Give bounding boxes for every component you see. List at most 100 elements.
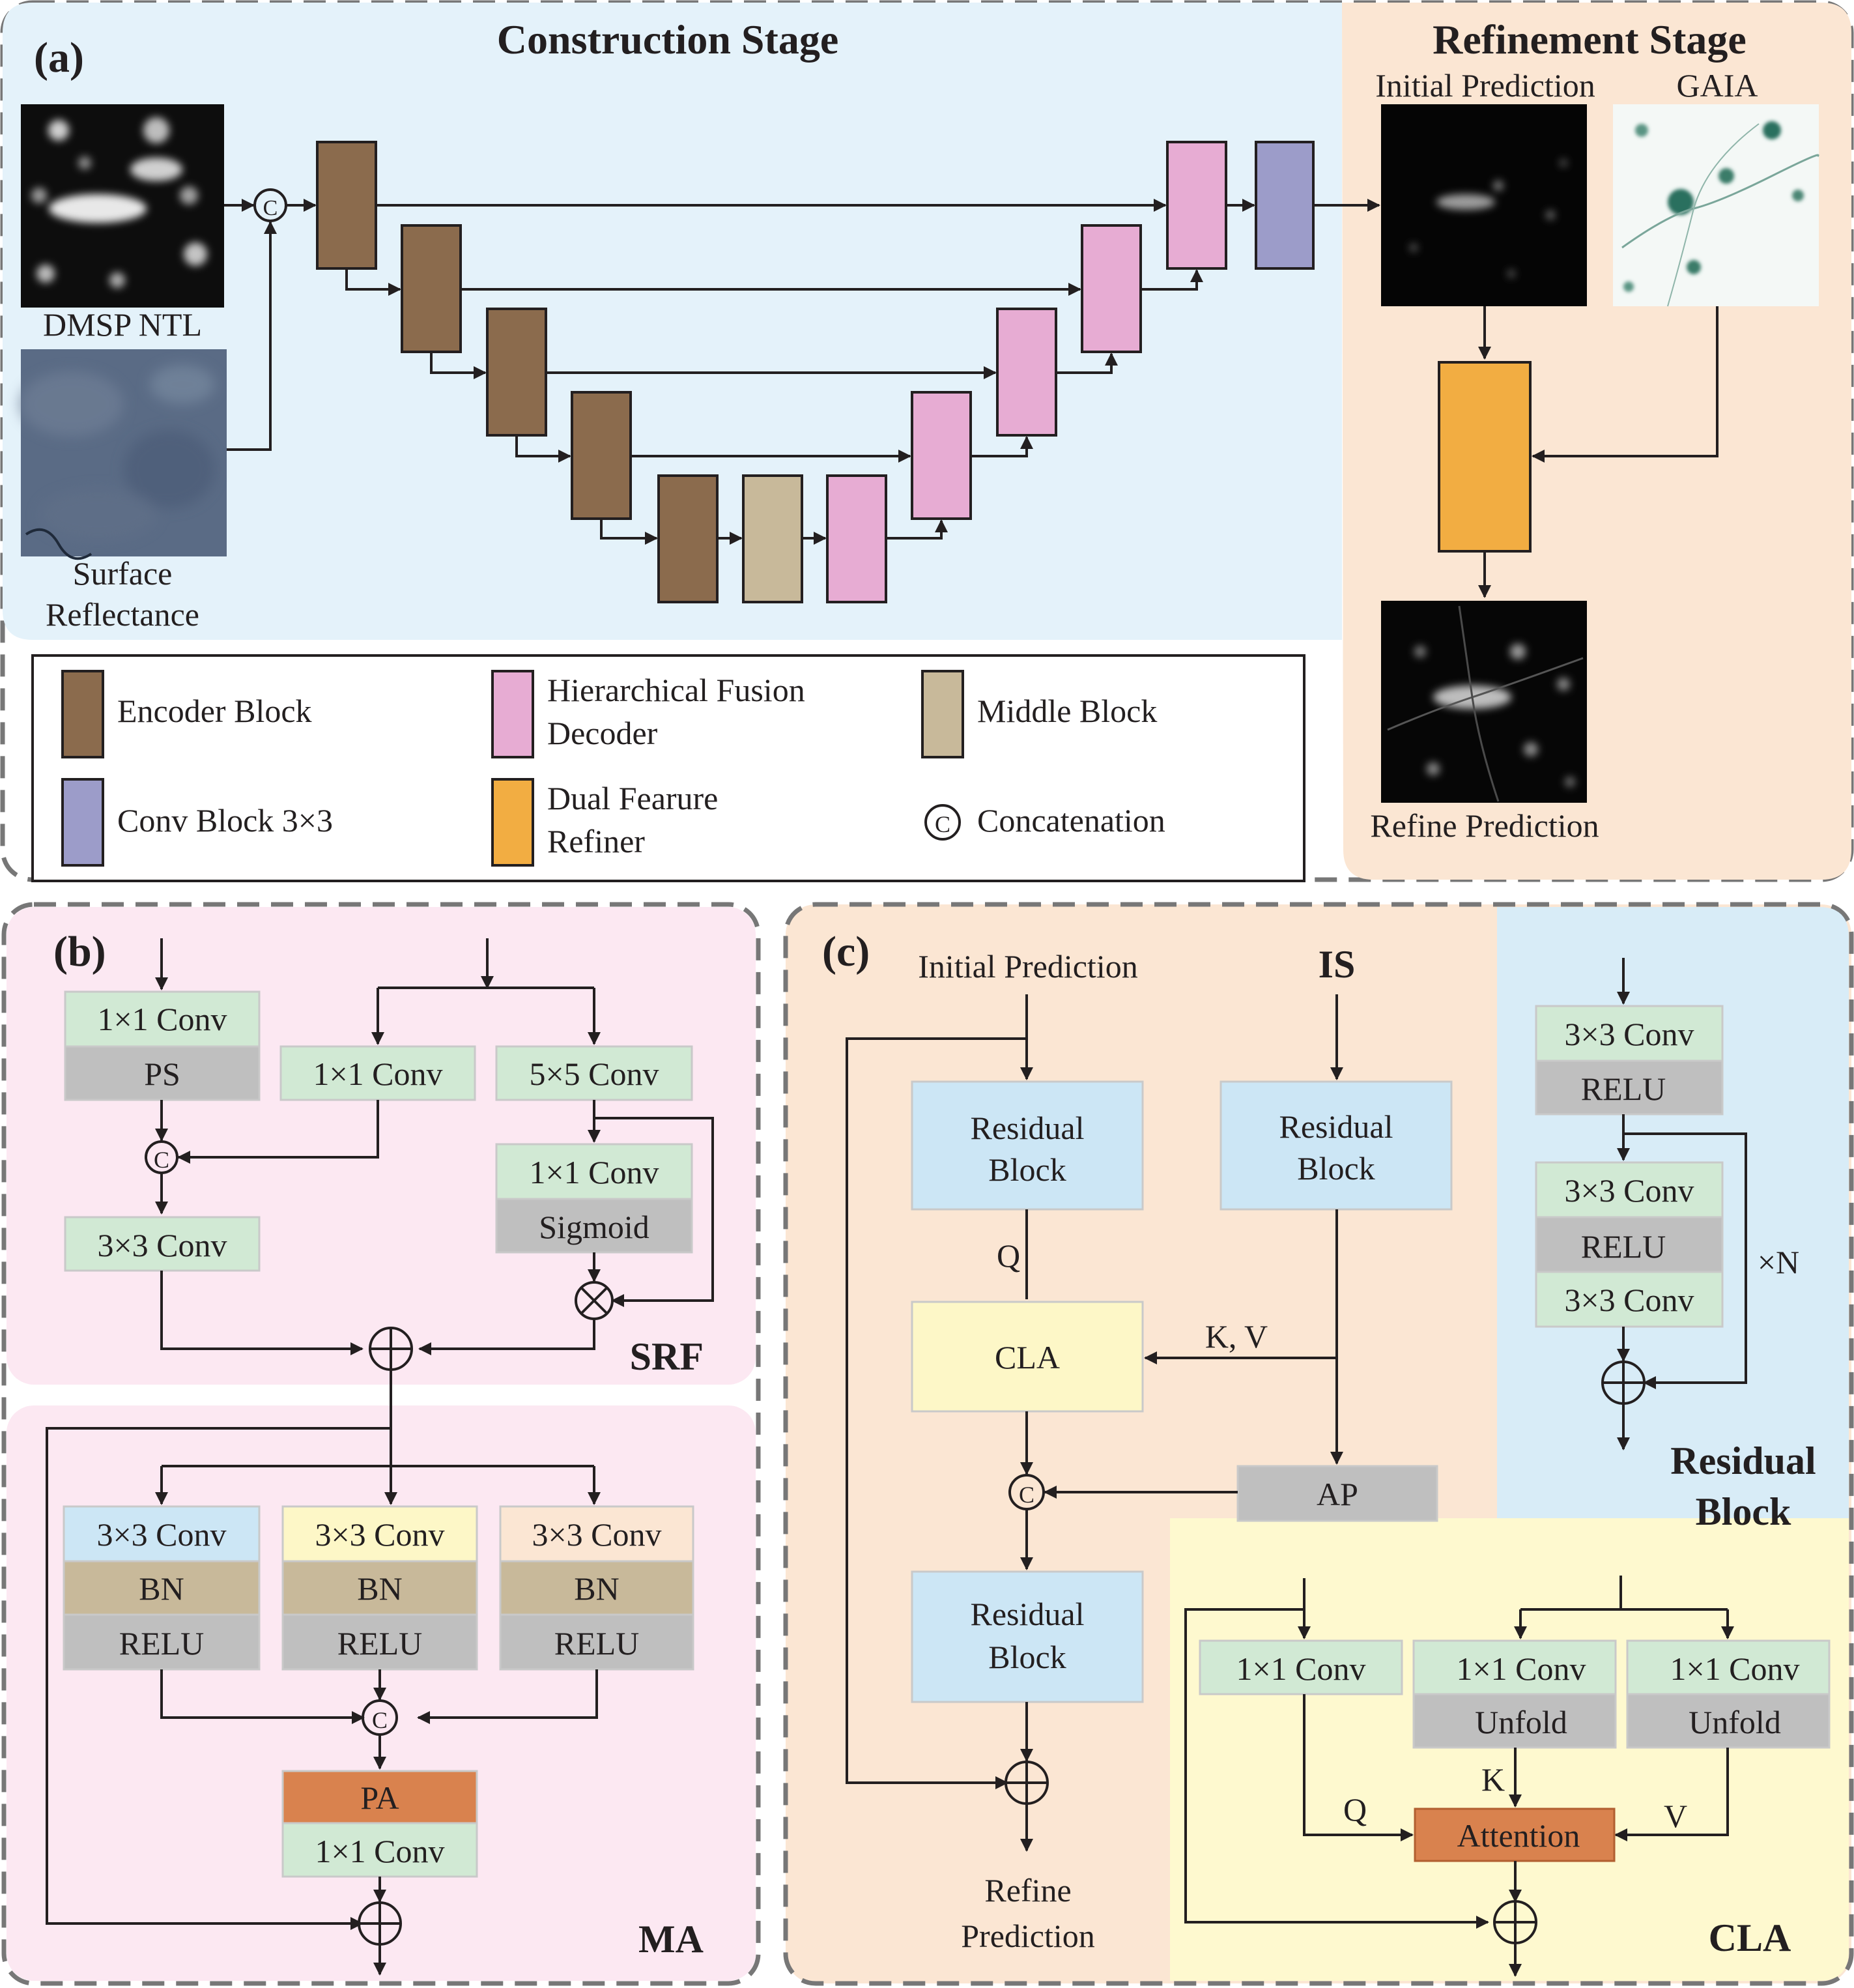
legend-refiner-label-1: Dual Fearure (547, 780, 718, 816)
cla-unfold-k-label: Unfold (1475, 1704, 1567, 1740)
cla-attention-label: Attention (1457, 1817, 1580, 1854)
ma-branch1-bn (63, 1560, 261, 1616)
srf-conv3x3 (64, 1216, 261, 1272)
legend-encoder-label: Encoder Block (117, 693, 312, 729)
rb-title-2: Block (1696, 1490, 1791, 1533)
ma-branch1-conv (63, 1505, 261, 1563)
residual-block-2-label-1: Residual (1279, 1108, 1393, 1145)
rb-add-node (1601, 1361, 1646, 1405)
panel-b: (b) 1×1 Conv PS 1×1 Conv 5×5 Conv C 3×3 … (1, 902, 761, 1986)
surface-label-2: Reflectance (46, 596, 199, 633)
panel-c-tag: (c) (822, 928, 870, 975)
cla-arrow-q (1303, 1694, 1414, 1841)
cla-k-label: K (1481, 1761, 1505, 1798)
cla-block-label: CLA (995, 1339, 1060, 1376)
srf-conv3x3-label: 3×3 Conv (97, 1227, 227, 1263)
decoder-block-4 (911, 391, 972, 520)
ma-branch3-bn-label: BN (574, 1570, 619, 1607)
arrow-enc1-enc2 (345, 268, 401, 296)
arrow-enc4-enc5 (600, 519, 658, 545)
legend-concat-label: Concatenation (977, 802, 1165, 839)
cla-add-node (1493, 1900, 1537, 1944)
residual-block-1-label-2: Block (988, 1151, 1066, 1188)
cla-conv-v-label: 1×1 Conv (1670, 1650, 1799, 1687)
cla-arrow-v (1614, 1748, 1729, 1841)
legend-conv-swatch (61, 778, 104, 867)
ma-branch3-conv (499, 1505, 694, 1563)
residual-block-3-label-2: Block (988, 1639, 1066, 1675)
srf-arrow-conv3-add (160, 1271, 364, 1355)
rb-title-1: Residual (1670, 1439, 1816, 1482)
ma-concat-symbol: C (372, 1707, 388, 1733)
cla-unfold-v-label: Unfold (1689, 1704, 1781, 1740)
panel-c-skip (846, 1037, 1027, 1789)
initial-prediction-input: Initial Prediction (918, 948, 1137, 985)
encoder-block-5 (657, 474, 719, 603)
decoder-block-3 (996, 308, 1057, 437)
arrow-gaia-to-refiner (1532, 306, 1719, 463)
arrow-dec5-dec4 (886, 519, 948, 540)
decoder-block-1 (1166, 141, 1227, 270)
legend: Encoder Block Hierarchical Fusion Decode… (31, 654, 1305, 882)
refine-output-label-1: Refine (984, 1872, 1071, 1909)
srf-conv1x1-b (279, 1045, 476, 1101)
rb-conv-1-label: 3×3 Conv (1564, 1016, 1694, 1052)
cla-bg (1170, 1518, 1849, 1981)
panel-a-tag: (a) (34, 34, 84, 81)
concat-node-symbol: C (263, 196, 278, 220)
ma-branch1-bn-label: BN (139, 1570, 184, 1607)
encoder-block-3 (486, 308, 547, 437)
ma-conv1x1 (281, 1822, 478, 1878)
legend-refiner-label-2: Refiner (547, 823, 645, 859)
dmsp-ntl-image (21, 104, 224, 308)
construction-stage-title: Construction Stage (497, 16, 838, 63)
ma-arrow-b1-concat (160, 1669, 365, 1724)
legend-decoder-label-2: Decoder (547, 715, 658, 751)
ma-title: MA (638, 1918, 704, 1961)
cla-conv-q-label: 1×1 Conv (1236, 1650, 1365, 1687)
ma-branch2-relu (281, 1613, 478, 1671)
ma-add-node (358, 1901, 402, 1946)
cla-conv-q (1199, 1639, 1403, 1695)
srf-title: SRF (630, 1335, 704, 1378)
residual-block-1-label-1: Residual (971, 1110, 1085, 1146)
residual-block-2 (1219, 1080, 1453, 1211)
q-label-c: Q (997, 1237, 1020, 1274)
arrow-dec4-dec3 (971, 436, 1033, 457)
srf-conv1x1-b-label: 1×1 Conv (313, 1056, 442, 1092)
gaia-label: GAIA (1677, 67, 1758, 104)
panel-a: (a) Construction Stage Refinement Stage … (0, 0, 1854, 882)
cla-attention (1414, 1808, 1616, 1862)
ma-branch3-conv-label: 3×3 Conv (532, 1516, 661, 1553)
refine-prediction-label: Refine Prediction (1370, 807, 1599, 844)
rb-conv-2-label: 3×3 Conv (1564, 1172, 1694, 1209)
ma-conv1x1-label: 1×1 Conv (315, 1833, 444, 1869)
rb-conv-2 (1535, 1161, 1724, 1218)
srf-add-node (369, 1327, 413, 1371)
initial-prediction-image (1381, 104, 1587, 306)
ma-branch2-conv-label: 3×3 Conv (315, 1516, 444, 1553)
rb-conv-3 (1535, 1271, 1724, 1328)
ma-branch3-bn (499, 1560, 694, 1616)
srf-sigmoid (495, 1198, 693, 1254)
srf-conv5x5-label: 5×5 Conv (529, 1056, 659, 1092)
srf-arrow-conv-concat (177, 1100, 379, 1164)
rb-relu-1 (1535, 1059, 1724, 1116)
legend-decoder-swatch (491, 670, 534, 758)
refine-prediction-image (1381, 601, 1587, 803)
cla-block (911, 1301, 1144, 1413)
encoder-block-2 (401, 224, 462, 353)
cla-skip (1184, 1608, 1489, 1929)
legend-decoder-label-1: Hierarchical Fusion (547, 672, 805, 708)
legend-refiner-swatch (491, 778, 534, 867)
ma-branch1-relu (63, 1613, 261, 1671)
rb-times-n: ×N (1758, 1244, 1799, 1280)
panel-b-tag: (b) (53, 928, 106, 975)
srf-ps-label: PS (144, 1056, 180, 1092)
dmsp-ntl-label: DMSP NTL (43, 306, 202, 343)
cla-conv-k (1412, 1639, 1617, 1695)
surface-label-1: Surface (73, 555, 173, 592)
arrow-dec2-dec1 (1141, 269, 1203, 291)
ma-branch1-conv-label: 3×3 Conv (96, 1516, 226, 1553)
